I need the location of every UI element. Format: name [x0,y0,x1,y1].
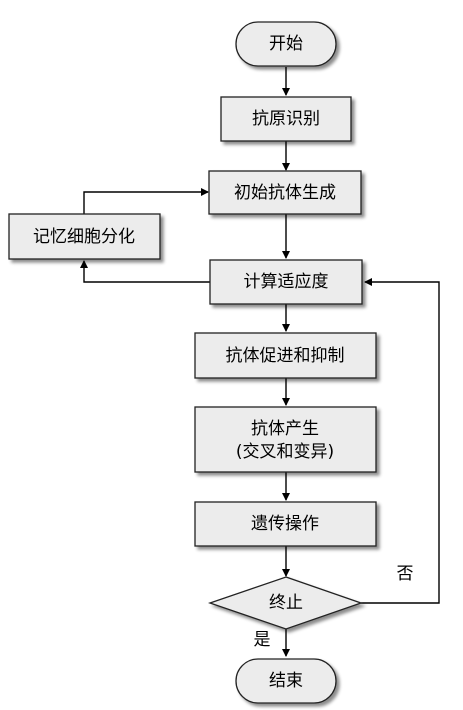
antibody-production-node: 抗体产生 (交叉和变异) [194,406,377,473]
flow-edges [80,67,440,657]
memory-cell-label: 记忆细胞分化 [33,227,135,247]
termination-label: 终止 [269,593,303,613]
yes-branch-label: 是 [254,630,271,650]
end-label: 结束 [269,671,303,691]
initial-antibody-node: 初始抗体生成 [208,170,362,215]
start-label: 开始 [269,34,303,54]
edge-termination-no-loop [361,278,440,604]
antigen-recognition-label: 抗原识别 [252,109,320,129]
antibody-production-label-line1: 抗体产生 [251,419,319,439]
genetic-operation-label: 遗传操作 [251,514,319,534]
compute-fitness-node: 计算适应度 [209,259,363,305]
end-node: 结束 [235,658,337,704]
termination-decision-node: 终止 [207,576,363,630]
edge-memory-to-initial [83,188,209,214]
initial-antibody-label: 初始抗体生成 [234,183,336,203]
antibody-promotion-label: 抗体促进和抑制 [226,346,345,366]
compute-fitness-label: 计算适应度 [244,272,329,292]
memory-cell-node: 记忆细胞分化 [8,213,161,260]
no-branch-label: 否 [397,564,414,584]
antigen-recognition-node: 抗原识别 [220,96,352,142]
antibody-promotion-node: 抗体促进和抑制 [194,332,377,379]
antibody-production-label-line2: (交叉和变异) [236,442,334,462]
genetic-operation-node: 遗传操作 [194,501,377,547]
start-node: 开始 [235,21,337,67]
edge-fitness-to-memory [80,260,210,283]
